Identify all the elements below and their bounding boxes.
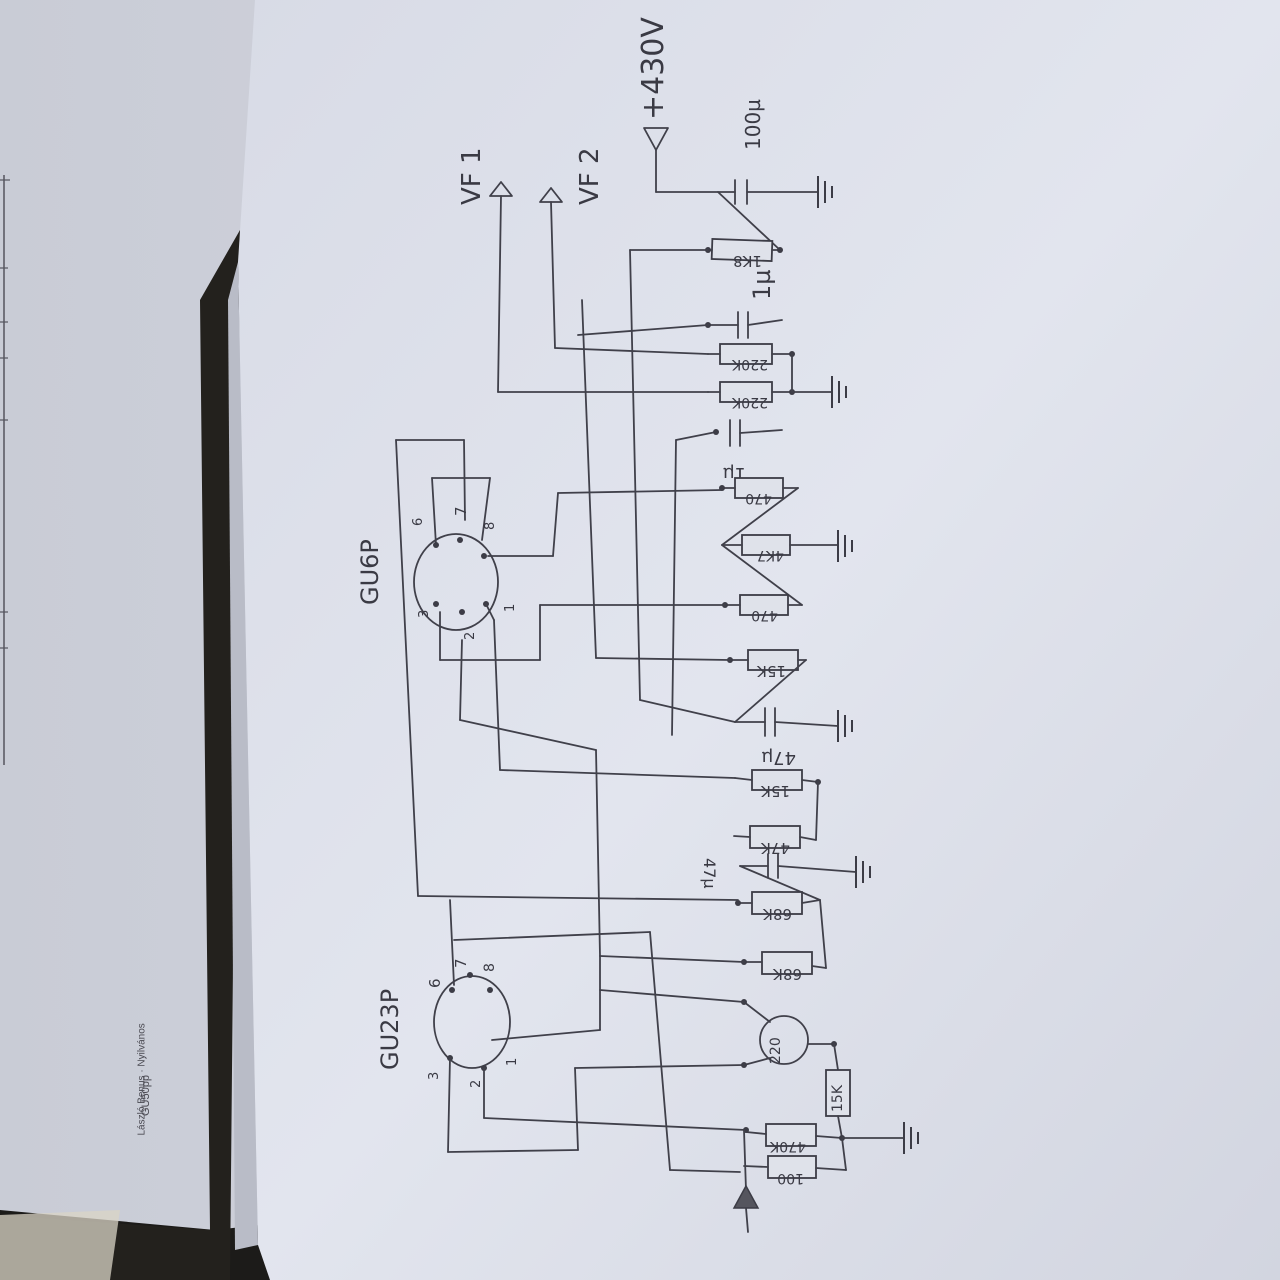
gu23p-pin-8: 8 (482, 963, 498, 972)
res-4k7 (721, 534, 839, 556)
res-15k-b-label: 15K (760, 782, 790, 800)
res-1k8-label: 1K8 (733, 252, 762, 270)
res-15k-a-label: 15K (756, 662, 786, 680)
output-vf2 (539, 187, 709, 355)
gu6p-pin-8: 8 (483, 522, 498, 530)
gu6p-label: GU6P (356, 539, 384, 605)
tube-gu6p (413, 477, 499, 661)
vf2-label: VF 2 (575, 147, 605, 205)
res-68k-a (735, 891, 821, 915)
res-100 (743, 1155, 847, 1179)
tube-gu23p (433, 899, 747, 1173)
res-470-a-label: 470 (745, 490, 772, 506)
res-1k8 (705, 238, 783, 262)
cap-47u-b (739, 853, 857, 879)
ground-symbol (837, 710, 853, 742)
res-470k-label: 470K (769, 1138, 806, 1154)
ground-symbol (831, 376, 847, 408)
supply-voltage-label: +430V (636, 17, 671, 120)
input-terminal (732, 1184, 760, 1233)
res-15k-c (825, 1069, 851, 1117)
output-vf1 (489, 181, 709, 393)
gu23p-pin-1: 1 (505, 1058, 520, 1066)
res-470-b (722, 594, 803, 616)
vf1-label: VF 1 (457, 147, 487, 205)
ground-symbol (855, 856, 871, 888)
cap-1u-b (675, 419, 783, 447)
cap-100u (734, 179, 819, 205)
res-15k-c-label: 15K (830, 1084, 846, 1112)
gu23p-label: GU23P (376, 989, 404, 1070)
res-220k-top-label: 220K (731, 356, 768, 372)
res-68k-b (741, 951, 827, 975)
cap-47u-a-label: 47µ (761, 747, 796, 768)
cap-47u-a (734, 707, 839, 737)
cap-1u (705, 311, 783, 339)
gu6p-pin-6: 6 (411, 518, 426, 526)
supply-terminal (643, 127, 736, 193)
back-sheet-caption: László Benus · Nyilvános GU50pp (110, 990, 170, 1150)
res-4k7-label: 4K7 (757, 547, 784, 563)
ground-symbol (817, 176, 833, 208)
pot-220 (741, 999, 837, 1068)
res-68k-a-label: 68K (762, 905, 792, 923)
gu23p-pin-7: 7 (452, 958, 470, 968)
ground-symbol (903, 1122, 919, 1154)
gu6p-pin-3: 3 (417, 610, 432, 618)
gu23p-pin-2: 2 (469, 1080, 484, 1088)
gu23p-pin-3: 3 (427, 1072, 442, 1080)
gu6p-pin-7: 7 (452, 506, 470, 516)
res-470k (743, 1123, 845, 1147)
pot-220-label: 220 (768, 1037, 784, 1064)
cap-47u-b-label: 47µ (700, 858, 719, 889)
res-220k-bottom (707, 381, 795, 403)
cap-100u-label: 100µ (741, 99, 765, 150)
back-sheet-filename: GU50pp (140, 1075, 152, 1116)
res-100-label: 100 (777, 1170, 804, 1186)
schematic-drawing: +430V 100µ 1K8 VF (356, 17, 919, 1233)
gu6p-pin-1: 1 (503, 604, 518, 612)
gu6p-pin-2: 2 (463, 632, 478, 640)
res-47k-label: 47K (760, 839, 790, 857)
res-220k-bottom-label: 220K (731, 394, 768, 410)
ground-symbol (837, 530, 853, 562)
res-47k (733, 825, 817, 849)
res-68k-b-label: 68K (772, 965, 802, 983)
res-470-b-label: 470 (751, 607, 778, 623)
gu23p-pin-6: 6 (426, 978, 444, 988)
res-470-a (719, 477, 799, 499)
cap-1u-label: 1µ (748, 269, 776, 300)
res-15k-b (734, 769, 821, 791)
